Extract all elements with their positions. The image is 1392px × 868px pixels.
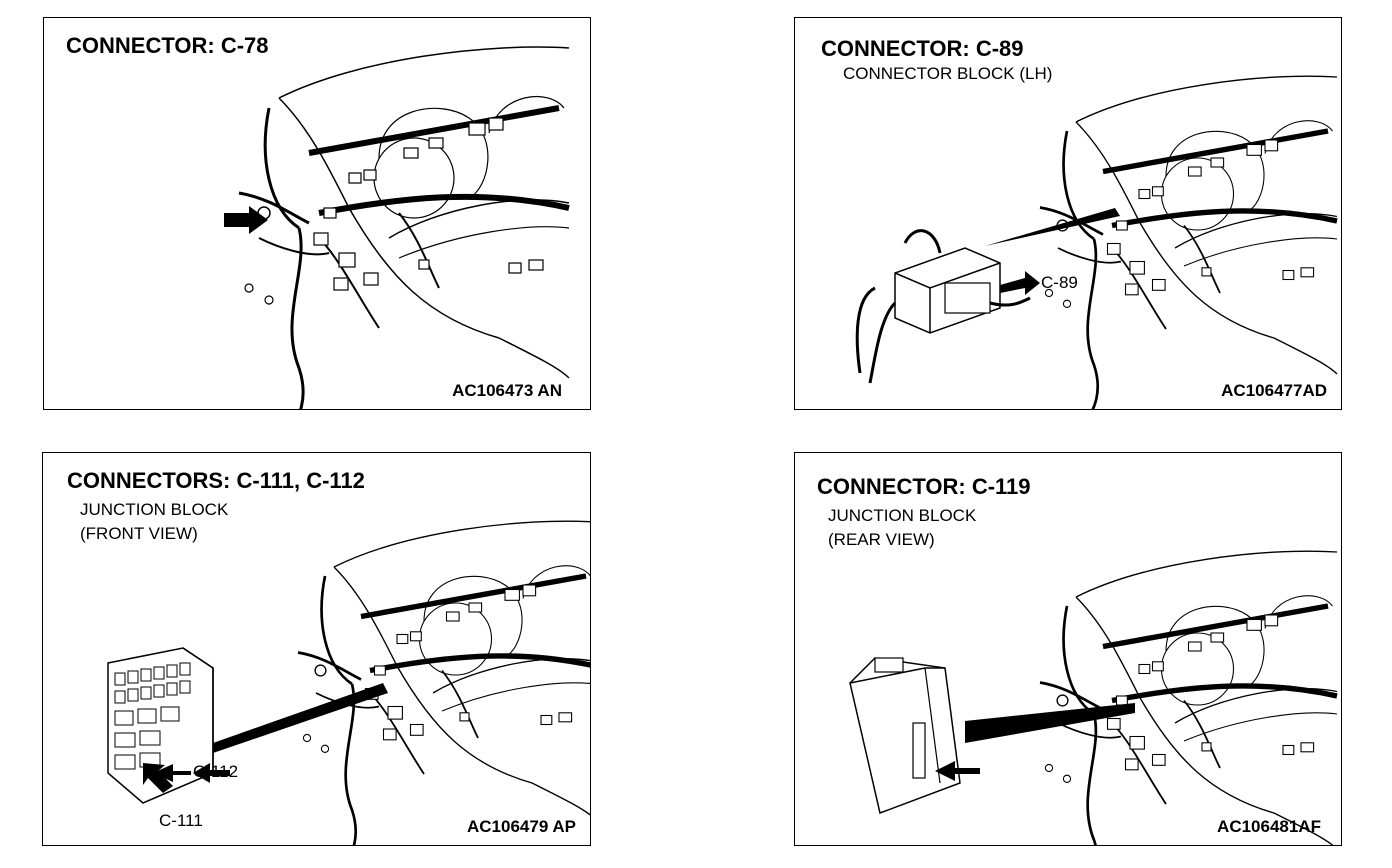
pointer-arrow-icon <box>224 206 268 234</box>
panel-subtitle: (REAR VIEW) <box>828 530 935 549</box>
pointer-arrow-icon <box>935 761 980 781</box>
diagram-panel-c78: CONNECTOR: C-78 AC106473 AN <box>43 17 591 410</box>
panel-subtitle: JUNCTION BLOCK <box>80 500 229 519</box>
panel-subtitle: (FRONT VIEW) <box>80 524 198 543</box>
dashboard-illustration <box>224 18 591 410</box>
dashboard-illustration <box>849 453 1342 846</box>
callout-label: C-111 <box>159 811 203 830</box>
panel-subtitle: JUNCTION BLOCK <box>828 506 977 525</box>
junction-block-icon <box>849 657 961 815</box>
pointer-arrow-icon <box>143 763 173 793</box>
callout-label: C-89 <box>1041 273 1078 292</box>
panel-title: CONNECTORS: C-111, C-112 <box>67 468 365 493</box>
panel-subtitle: CONNECTOR BLOCK (LH) <box>843 64 1053 83</box>
callout-label: C-112 <box>193 762 239 781</box>
figure-code: AC106477AD <box>1221 381 1327 400</box>
dashboard-illustration <box>107 453 591 846</box>
diagram-panel-c89: CONNECTOR: C-89 CONNECTOR BLOCK (LH) C-8… <box>794 17 1342 410</box>
figure-code: AC106479 AP <box>467 817 576 836</box>
pointer-arrow-icon <box>1000 271 1040 295</box>
diagram-panel-c119: CONNECTOR: C-119 JUNCTION BLOCK (REAR VI… <box>794 452 1342 846</box>
diagram-panel-c111-c112: CONNECTORS: C-111, C-112 JUNCTION BLOCK … <box>42 452 591 846</box>
connector-block-icon <box>855 229 1031 384</box>
panel-title: CONNECTOR: C-89 <box>821 36 1024 61</box>
pointer-arrow-icon <box>153 764 191 782</box>
junction-block-icon <box>107 647 214 804</box>
dashboard-illustration <box>855 18 1342 410</box>
panel-title: CONNECTOR: C-119 <box>817 474 1031 499</box>
figure-code: AC106473 AN <box>452 381 562 400</box>
panel-title: CONNECTOR: C-78 <box>66 33 269 58</box>
figure-code: AC106481AF <box>1217 817 1321 836</box>
